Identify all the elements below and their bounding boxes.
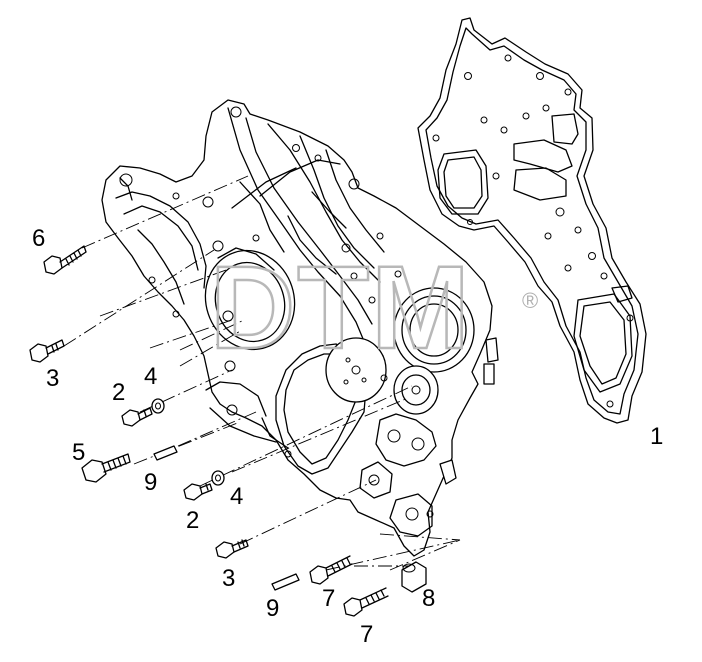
label-part-4-upper: 4	[144, 363, 157, 390]
bolt-part-7-upper	[309, 555, 353, 585]
label-part-6: 6	[32, 225, 45, 252]
bolt-part-6	[43, 245, 87, 275]
part-number-labels: 1 6 3 2 4 5 9 4 2 3 9 7 8 7	[32, 225, 663, 648]
sleeve-part-8	[401, 561, 427, 593]
label-part-2-upper: 2	[112, 379, 125, 406]
dowel-pin-part-9-lower	[271, 573, 300, 591]
label-part-7-lower: 7	[360, 621, 373, 648]
watermark-text: DTM	[210, 242, 472, 374]
label-part-3-lower: 3	[222, 565, 235, 592]
label-part-4-lower: 4	[230, 483, 243, 510]
bolt-part-7-lower	[343, 587, 389, 617]
gasket-part-1	[417, 17, 647, 424]
bolt-part-2-lower	[183, 483, 213, 501]
registered-mark: ®	[522, 288, 538, 313]
label-part-1: 1	[650, 423, 663, 450]
bolt-part-2-upper	[121, 407, 153, 427]
bolt-part-3-lower	[215, 539, 249, 559]
washer-part-4-lower	[211, 470, 225, 486]
front-cover-housing	[101, 99, 499, 557]
label-part-9-lower: 9	[266, 595, 279, 622]
assembly-center-lines	[63, 175, 461, 571]
bolt-part-5	[81, 453, 131, 483]
label-part-7-upper: 7	[322, 585, 335, 612]
label-part-8: 8	[422, 585, 435, 612]
dtm-watermark: DTM ®	[209, 241, 538, 376]
label-part-2-lower: 2	[186, 507, 199, 534]
label-part-3-upper: 3	[46, 365, 59, 392]
label-part-5: 5	[72, 439, 85, 466]
label-part-9-upper: 9	[144, 469, 157, 496]
dowel-pin-part-9-upper	[153, 445, 178, 461]
washer-part-4-upper	[151, 398, 165, 414]
bolt-part-3-upper	[29, 339, 65, 363]
